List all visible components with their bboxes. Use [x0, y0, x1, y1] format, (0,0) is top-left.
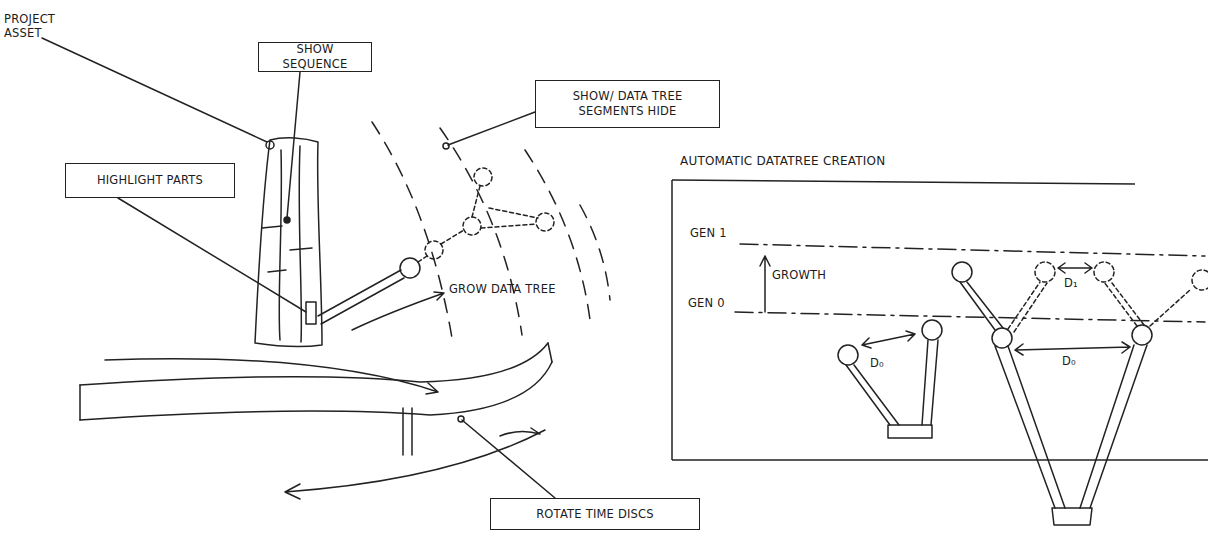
callout-box: HIGHLIGHT PARTS [65, 163, 235, 198]
asset-detail-line [262, 226, 312, 272]
project-asset-outline [255, 138, 322, 347]
time-disc-slat [403, 408, 412, 455]
tree-ball [1132, 325, 1152, 345]
dashed-arc [372, 122, 452, 338]
callout-text: SHOW SEQUENCE [263, 42, 367, 72]
asset-detail-line [299, 146, 301, 342]
panel-border-line [672, 180, 1135, 184]
panel-box: AUTOMATIC DATATREE CREATION [672, 148, 1208, 463]
sketch-label: D₁ [1064, 276, 1078, 290]
sketch-label: GROW DATA TREE [449, 282, 556, 296]
callout-text: SHOW/ DATA TREE SEGMENTS HIDE [540, 89, 715, 119]
tree-branch [995, 345, 1147, 508]
dashed-tree-ball [425, 241, 443, 259]
dashed-branch [1008, 282, 1190, 332]
dashed-tree-ball [463, 217, 481, 235]
rotate-arrow [285, 430, 545, 499]
sketch-label: PROJECT ASSET [4, 12, 70, 40]
tree-base [1052, 508, 1092, 525]
distance-arrow [1058, 263, 1092, 273]
leader-dot [458, 416, 464, 422]
dashed-arc [440, 128, 522, 335]
callout-box: SHOW/ DATA TREE SEGMENTS HIDE [535, 80, 720, 128]
leader-line [287, 72, 300, 218]
tree-ball [952, 262, 972, 282]
callout-box: ROTATE TIME DISCS [490, 498, 700, 530]
panel-heading: AUTOMATIC DATATREE CREATION [680, 154, 885, 169]
time-disc-inner-arc [105, 359, 438, 394]
dashed-tree-ball [1094, 262, 1114, 282]
highlighted-part [306, 302, 316, 324]
tree-stalk [318, 270, 404, 324]
grow-arrow [352, 292, 444, 330]
dashed-tree-ball [1192, 270, 1208, 290]
callout-text: HIGHLIGHT PARTS [97, 173, 203, 188]
dashed-tree-ball [1035, 262, 1055, 282]
tree-ball [992, 328, 1012, 348]
tree-ball [922, 320, 942, 340]
sketch-label: GROWTH [772, 268, 826, 282]
generation-line [740, 244, 1205, 256]
tree-ball [400, 258, 420, 278]
dashed-tree-ball [536, 213, 554, 231]
leader-line [118, 198, 306, 312]
sketch-label: D₀ [1062, 354, 1076, 368]
sketch-label: GEN 1 [690, 226, 727, 240]
callout-box: SHOW SEQUENCE [258, 42, 372, 72]
tree-base [888, 425, 932, 438]
sketch-label: GEN 0 [688, 296, 725, 310]
leader-line [42, 38, 267, 142]
distance-arrow [862, 331, 915, 348]
panel-outline [672, 148, 1208, 463]
leader-dot [443, 143, 449, 149]
callout-text: ROTATE TIME DISCS [536, 507, 654, 522]
panel-border-line [672, 459, 1208, 461]
dashed-branch [418, 186, 538, 262]
asset-detail-line [279, 150, 281, 340]
time-disc-band [80, 343, 548, 385]
dashed-arc [580, 205, 610, 300]
sketch-label: D₀ [870, 356, 884, 370]
growth-arrow [760, 256, 770, 312]
time-disc-band [80, 362, 552, 420]
tree-branch [846, 340, 938, 425]
dashed-tree-ball [474, 168, 492, 186]
tree-branch [960, 282, 1003, 330]
tree-ball [838, 345, 858, 365]
distance-arrow [1015, 342, 1130, 355]
rotate-arrow [500, 428, 540, 436]
hidden-tree-segments [418, 168, 554, 262]
panel-border-line [671, 180, 673, 460]
leader-line [448, 112, 535, 145]
new-generation [1008, 262, 1208, 332]
time-disc-band [80, 343, 552, 420]
